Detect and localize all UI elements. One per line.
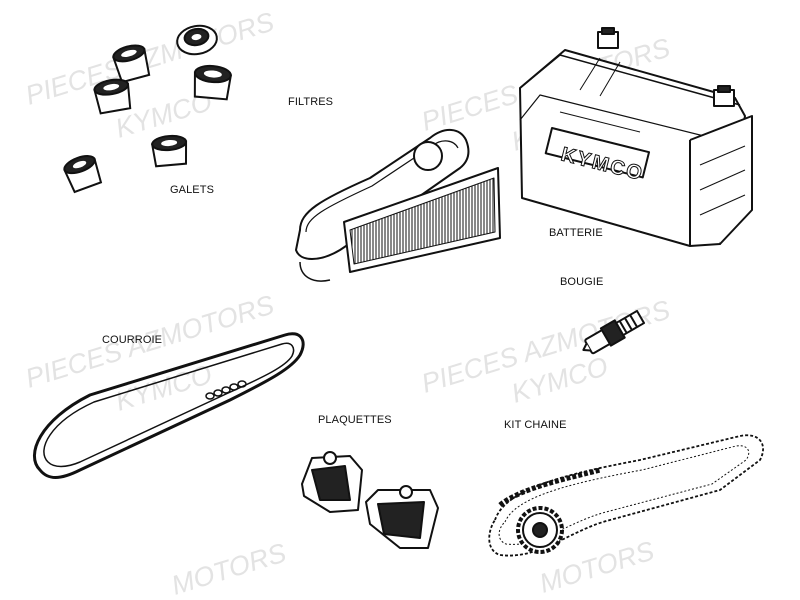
air-filter — [295, 129, 501, 282]
roller-weight-5 — [151, 134, 188, 168]
roller-weight-4 — [93, 78, 132, 115]
brake-pad-left — [301, 451, 363, 513]
label-plaquettes: PLAQUETTES — [318, 414, 392, 426]
roller-weights-group — [63, 24, 232, 194]
roller-weight-2 — [112, 44, 151, 84]
battery — [519, 27, 753, 247]
label-bougie: BOUGIE — [560, 276, 604, 288]
label-courroie: COURROIE — [102, 334, 163, 346]
roller-weight-6 — [63, 155, 103, 194]
roller-weight-1 — [176, 24, 218, 56]
roller-weight-3 — [193, 64, 232, 101]
drive-belt — [33, 332, 305, 479]
spark-plug — [582, 309, 646, 355]
brake-pad-right — [365, 485, 439, 549]
label-filtres: FILTRES — [288, 96, 334, 108]
chain-kit — [488, 434, 764, 557]
sprocket — [516, 506, 564, 554]
label-kit-chaine: KIT CHAINE — [504, 419, 567, 431]
label-batterie: BATTERIE — [549, 227, 603, 239]
label-galets: GALETS — [170, 184, 215, 196]
belt-teeth — [205, 380, 247, 400]
brake-pads — [301, 451, 439, 549]
